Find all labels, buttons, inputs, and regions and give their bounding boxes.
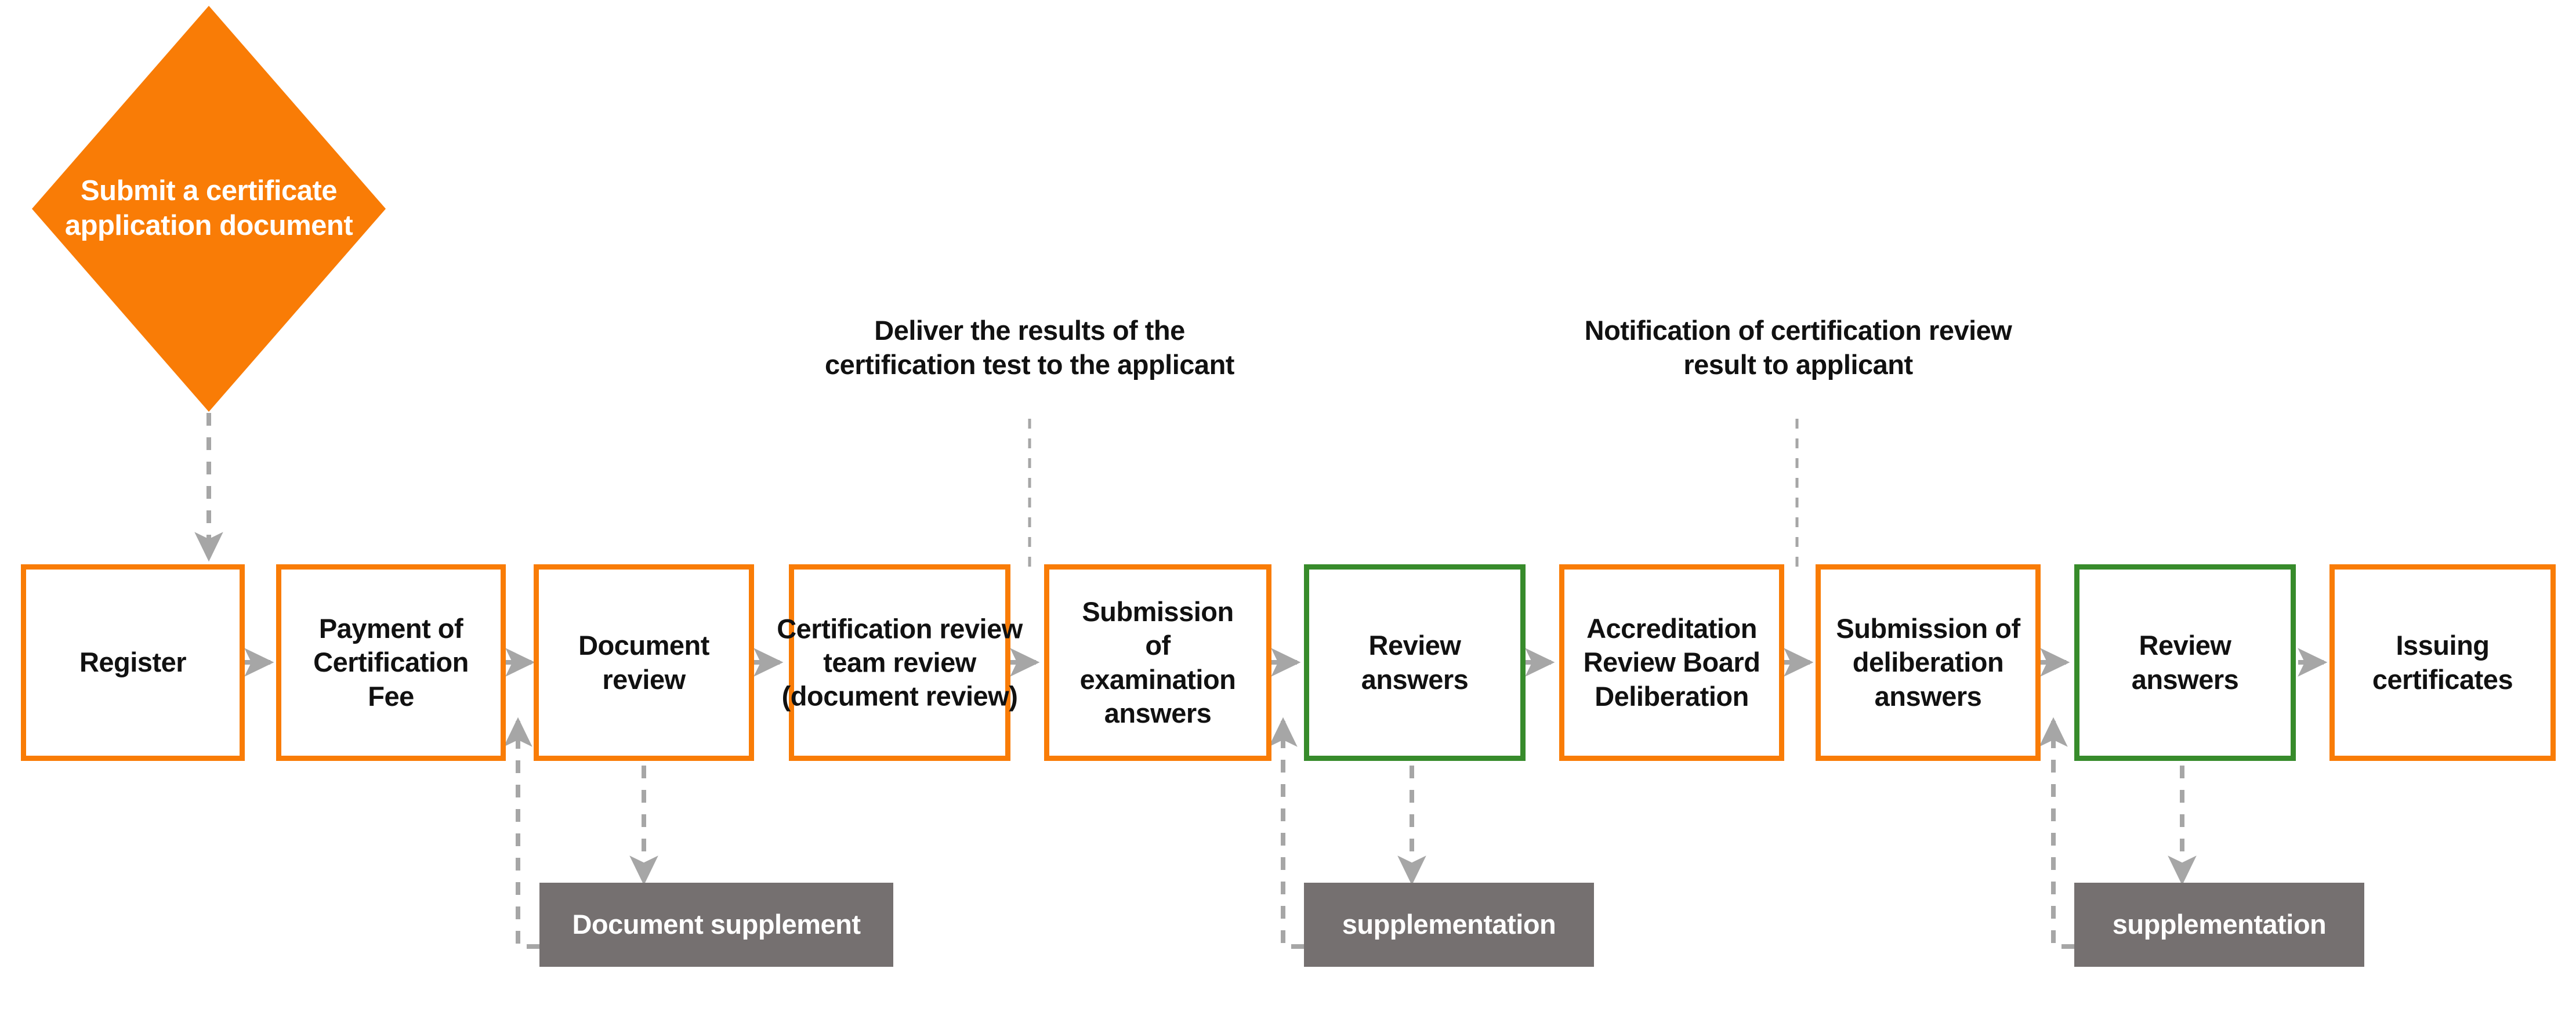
- examsub-line3: examination: [1079, 663, 1236, 695]
- arbd-line2: Review Board: [1583, 647, 1760, 678]
- examsub-line2: of: [1145, 630, 1171, 661]
- start-node-label-line2: application document: [64, 210, 353, 241]
- delibsub-line1: Submission of: [1836, 613, 2020, 644]
- supplement-box-supplementation-1[interactable]: supplementation: [1304, 883, 1594, 967]
- process-box-submission-of-deliberation-answers[interactable]: Submission of deliberation answers: [1816, 564, 2041, 761]
- process-box-review-answers-2-label: Review answers: [2132, 629, 2239, 697]
- process-box-review-answers-1[interactable]: Review answers: [1304, 564, 1526, 761]
- payment-line1: Payment of: [318, 613, 463, 644]
- supplement-box-supplementation-1-label: supplementation: [1342, 909, 1556, 940]
- review2-line1: Review: [2139, 630, 2231, 661]
- certteam-line1: Certification review: [777, 613, 1023, 644]
- examsub-line1: Submission: [1082, 596, 1234, 627]
- docreview-line2: review: [602, 663, 686, 695]
- connector-supplementation1-feedback: [1269, 717, 1304, 949]
- docreview-line1: Document: [578, 630, 709, 661]
- process-box-issuing-certificates[interactable]: Issuing certificates: [2329, 564, 2556, 761]
- supplement-box-document-supplement-label: Document supplement: [572, 909, 861, 940]
- payment-line3: Fee: [368, 680, 414, 712]
- supplement-box-supplementation-2[interactable]: supplementation: [2074, 883, 2364, 967]
- process-box-register-label: Register: [79, 646, 187, 679]
- review1-line2: answers: [1361, 663, 1469, 695]
- payment-line2: Certification: [313, 647, 469, 678]
- process-box-issuing-certificates-label: Issuing certificates: [2372, 629, 2513, 697]
- start-node-label-line1: Submit a certificate: [80, 175, 338, 207]
- review2-line2: answers: [2131, 663, 2239, 695]
- review1-line1: Review: [1368, 630, 1461, 661]
- examsub-line4: answers: [1104, 697, 1212, 728]
- process-box-examination-answers-label: Submission of examination answers: [1080, 595, 1236, 730]
- annotation-deliver-results: Deliver the results of the certification…: [809, 313, 1250, 382]
- annotation-deliver-results-line2: certification test to the applicant: [825, 349, 1234, 380]
- process-box-deliberation-answers-label: Submission of deliberation answers: [1836, 612, 2020, 713]
- issuing-line1: Issuing: [2396, 630, 2490, 661]
- start-node-label: Submit a certificate application documen…: [46, 174, 371, 244]
- annotation-notification-result-line2: result to applicant: [1683, 349, 1913, 380]
- supplement-box-document-supplement[interactable]: Document supplement: [539, 883, 893, 967]
- register-line1: Register: [79, 647, 187, 678]
- delibsub-line3: answers: [1874, 680, 1982, 712]
- process-box-accreditation-board-label: Accreditation Review Board Deliberation: [1584, 612, 1760, 713]
- process-box-payment-of-certification-fee[interactable]: Payment of Certification Fee: [276, 564, 506, 761]
- certteam-line2: team review: [823, 647, 976, 678]
- arbd-line1: Accreditation: [1586, 613, 1757, 644]
- process-box-document-review[interactable]: Document review: [534, 564, 754, 761]
- process-box-accreditation-review-board-deliberation[interactable]: Accreditation Review Board Deliberation: [1559, 564, 1784, 761]
- process-box-review-answers-1-label: Review answers: [1361, 629, 1469, 697]
- arbd-line3: Deliberation: [1595, 680, 1749, 712]
- annotation-deliver-results-line1: Deliver the results of the: [874, 315, 1185, 346]
- issuing-line2: certificates: [2372, 663, 2513, 695]
- process-box-document-review-label: Document review: [578, 629, 709, 697]
- start-node-submit-application[interactable]: Submit a certificate application documen…: [32, 6, 386, 412]
- annotation-notification-result-line1: Notification of certification review: [1584, 315, 2012, 346]
- process-box-certification-review-team-label: Certification review team review (docume…: [763, 612, 1036, 713]
- certteam-line3: (document review): [781, 680, 1018, 712]
- process-box-register[interactable]: Register: [21, 564, 245, 761]
- process-box-certification-review-team-review[interactable]: Certification review team review (docume…: [777, 564, 1023, 761]
- process-box-review-answers-2[interactable]: Review answers: [2074, 564, 2296, 761]
- connector-supplementation2-feedback: [2039, 717, 2074, 949]
- process-box-payment-label: Payment of Certification Fee: [313, 612, 469, 713]
- annotation-notification-result: Notification of certification review res…: [1555, 313, 2042, 382]
- delibsub-line2: deliberation: [1852, 647, 2004, 678]
- supplement-box-supplementation-2-label: supplementation: [2112, 909, 2327, 940]
- process-box-submission-of-examination-answers[interactable]: Submission of examination answers: [1044, 564, 1271, 761]
